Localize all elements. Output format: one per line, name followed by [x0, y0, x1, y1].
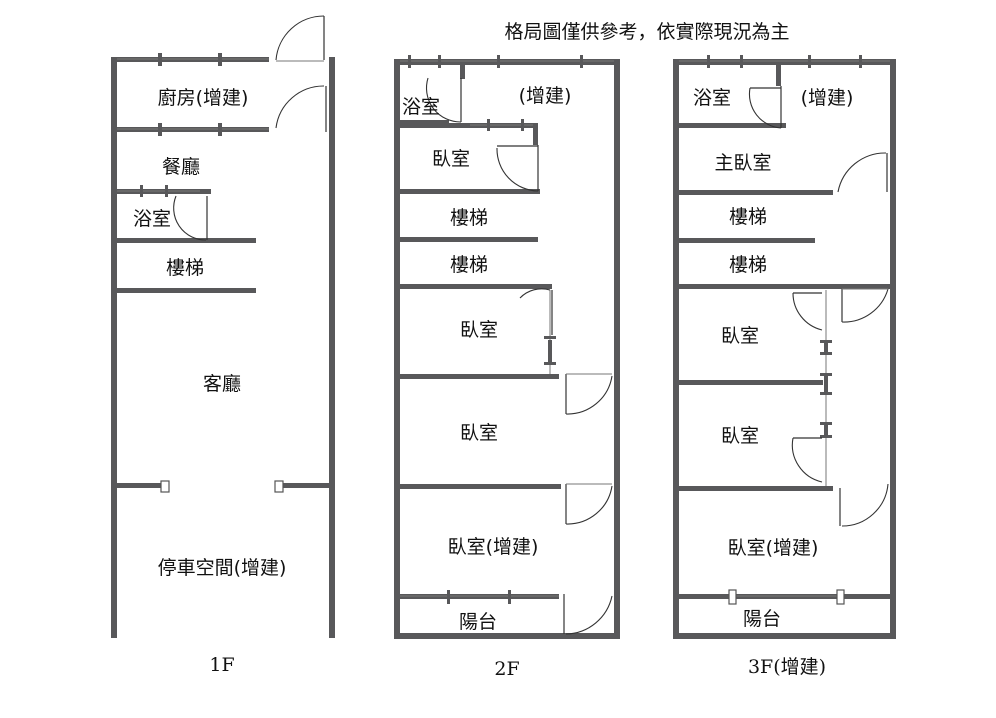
doors-3f	[748, 86, 889, 527]
floor-plan-1f: 廚房(增建) 餐廳 浴室 樓梯 客廳 停車空間(增建) 1F	[111, 15, 335, 676]
room-labels-2f: 浴室 (增建) 臥室 樓梯 樓梯 臥室 臥室 臥室(增建) 陽台	[402, 85, 571, 633]
room-bedroom4-2f: 臥室(增建)	[448, 536, 539, 558]
room-bath-1f: 浴室	[133, 208, 171, 230]
room-dining-1f: 餐廳	[162, 156, 200, 178]
floor-label-3f: 3F(增建)	[748, 656, 826, 678]
walls-1f	[111, 57, 335, 638]
room-stairs-up-2f: 樓梯	[450, 207, 488, 229]
room-addition-2f: (增建)	[519, 85, 572, 107]
doors-2f	[425, 77, 613, 635]
room-stairs-up-3f: 樓梯	[729, 206, 767, 228]
room-balcony-3f: 陽台	[743, 608, 781, 630]
room-parking-1f: 停車空間(增建)	[158, 557, 287, 579]
floor-plan-2f: 浴室 (增建) 臥室 樓梯 樓梯 臥室 臥室 臥室(增建) 陽台 2F	[394, 55, 620, 680]
room-bath-3f: 浴室	[693, 87, 731, 109]
room-bedroom3-2f: 臥室	[460, 422, 498, 444]
windows-2f	[400, 55, 614, 604]
room-bedroom1-3f: 臥室	[721, 325, 759, 347]
doors-1f	[160, 15, 327, 493]
room-living-1f: 客廳	[203, 373, 241, 395]
room-stairs-1f: 樓梯	[166, 257, 204, 279]
windows-3f	[679, 55, 890, 605]
room-kitchen-1f: 廚房(增建)	[158, 86, 249, 109]
room-master-3f: 主臥室	[714, 152, 771, 174]
floor-label-2f: 2F	[494, 658, 519, 680]
floor-plan-3f: 浴室 (增建) 主臥室 樓梯 樓梯 臥室 臥室 臥室(增建) 陽台 3F(增建)	[673, 55, 896, 678]
room-bath-2f: 浴室	[402, 96, 440, 118]
room-stairs-down-2f: 樓梯	[450, 254, 488, 276]
room-labels-1f: 廚房(增建) 餐廳 浴室 樓梯 客廳 停車空間(增建)	[133, 86, 286, 579]
windows-1f	[117, 53, 269, 197]
disclaimer-note: 格局圖僅供參考，依實際現況為主	[504, 21, 789, 43]
room-addition-3f: (增建)	[801, 87, 854, 109]
room-balcony-2f: 陽台	[459, 611, 497, 633]
room-labels-3f: 浴室 (增建) 主臥室 樓梯 樓梯 臥室 臥室 臥室(增建) 陽台	[693, 87, 853, 630]
room-bedroom2-2f: 臥室	[460, 319, 498, 341]
room-bedroom2-3f: 臥室	[721, 425, 759, 447]
room-stairs-down-3f: 樓梯	[729, 254, 767, 276]
floor-label-1f: 1F	[209, 654, 234, 676]
room-bedroom1-2f: 臥室	[432, 148, 470, 170]
room-bedroom3-3f: 臥室(增建)	[728, 537, 819, 559]
